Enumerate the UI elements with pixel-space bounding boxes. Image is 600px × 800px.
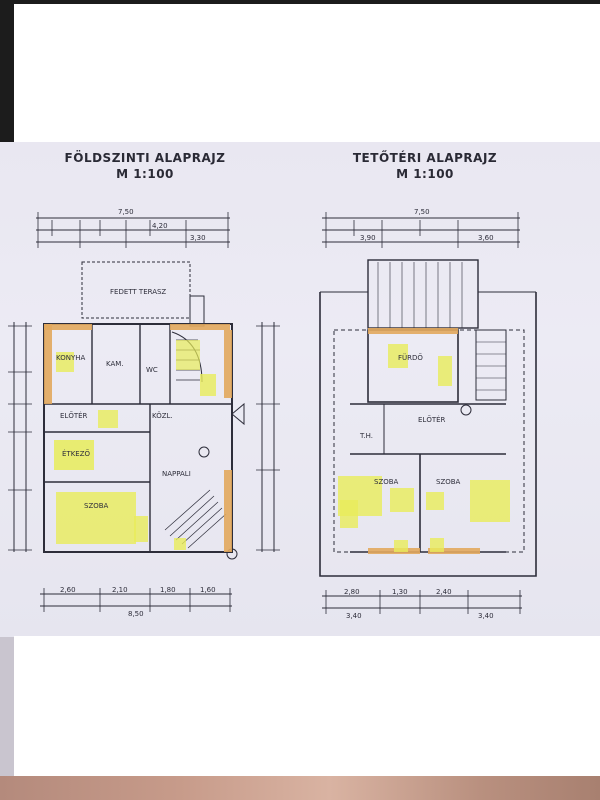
label-room: SZOBA xyxy=(84,502,109,510)
label-storage: T.H. xyxy=(359,432,373,440)
label-wc: WC xyxy=(146,366,158,374)
label-room-2: SZOBA xyxy=(436,478,461,486)
label-pantry: KAM. xyxy=(106,360,124,368)
left-plan-scale: M 1:100 xyxy=(116,167,174,181)
left-plan-colour-fills xyxy=(44,324,232,552)
left-dim-top-total: 7,50 xyxy=(118,208,134,216)
left-dim-bottom-total: 8,50 xyxy=(128,610,144,618)
right-dim-bottom-d: 3,40 xyxy=(346,612,362,620)
left-dim-bottom-a: 2,60 xyxy=(60,586,76,594)
label-entry: ELŐTÉR xyxy=(60,411,88,420)
right-dim-bottom-b: 1,30 xyxy=(392,588,408,596)
left-dim-top-b: 3,30 xyxy=(190,234,206,242)
right-dim-bottom-e: 3,40 xyxy=(478,612,494,620)
right-dim-bottom-c: 2,40 xyxy=(436,588,452,596)
bottom-blank-area xyxy=(14,636,600,776)
label-living: NAPPALI xyxy=(162,470,191,478)
right-plan-scale: M 1:100 xyxy=(396,167,454,181)
label-bath: FÜRDŐ xyxy=(398,353,423,362)
left-dim-bottom-d: 1,60 xyxy=(200,586,216,594)
top-blank-area xyxy=(14,4,600,142)
right-dim-top-a: 3,90 xyxy=(360,234,376,242)
right-dim-bottom-a: 2,80 xyxy=(344,588,360,596)
label-kitchen: KONYHA xyxy=(56,354,85,362)
left-plan-title: FÖLDSZINTI ALAPRAJZ M 1:100 xyxy=(60,150,230,182)
left-dim-top-a: 4,20 xyxy=(152,222,168,230)
right-dim-top-b: 3,60 xyxy=(478,234,494,242)
label-room-1: SZOBA xyxy=(374,478,399,486)
left-plan-labels: FEDETT TERASZ KONYHA KAM. WC ELŐTÉR KÖZL… xyxy=(56,208,216,618)
right-plan-title: TETŐTÉRI ALAPRAJZ M 1:100 xyxy=(340,150,510,182)
hand-edge xyxy=(0,776,600,800)
right-plan-labels: FÜRDŐ ELŐTÉR SZOBA SZOBA T.H. 7,50 3,90 … xyxy=(344,208,494,620)
label-terrace: FEDETT TERASZ xyxy=(110,288,166,296)
label-hall: KÖZL. xyxy=(152,411,173,420)
right-dim-top-total: 7,50 xyxy=(414,208,430,216)
label-dining: ÉTKEZŐ xyxy=(62,449,91,458)
left-dim-bottom-c: 1,80 xyxy=(160,586,176,594)
right-plan-heading: TETŐTÉRI ALAPRAJZ xyxy=(352,151,498,165)
left-dim-bottom-b: 2,10 xyxy=(112,586,128,594)
left-floor-plan xyxy=(8,212,280,612)
right-plan-colour-fills xyxy=(338,328,510,554)
label-upper-hall: ELŐTÉR xyxy=(418,415,446,424)
left-plan-heading: FÖLDSZINTI ALAPRAJZ xyxy=(64,151,226,165)
